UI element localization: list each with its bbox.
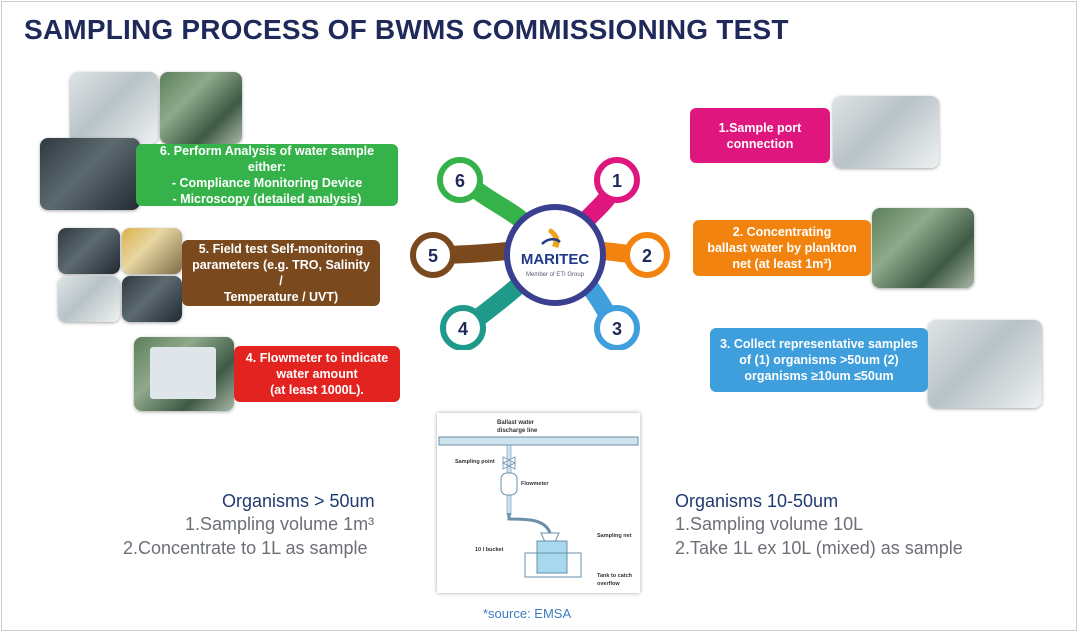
- node-6: 6: [437, 157, 483, 203]
- right-notes-heading: Organisms 10-50um: [675, 491, 839, 511]
- right-notes-line-1: 1.Sampling volume 10L: [675, 514, 864, 534]
- photo-flowmeter: [134, 337, 234, 411]
- photo-sample-collection: [928, 320, 1042, 408]
- step-1-line-1: 1.Sample port: [718, 120, 802, 135]
- logo-text: MARITEC: [521, 251, 589, 268]
- left-notes-line-2: 2.Concentrate to 1L as sample: [123, 538, 368, 558]
- photo-lab-equipment: [70, 72, 158, 144]
- label-tank-overflow-2: overflow: [597, 581, 620, 587]
- logo-subtext: Member of ETI Group: [526, 272, 585, 278]
- step-5-line-3: Temperature / UVT): [223, 290, 339, 304]
- node-2-label: 2: [642, 246, 652, 266]
- photo-sample-bottles: [160, 72, 242, 144]
- flowmeter-icon: [500, 472, 518, 496]
- node-2: 2: [624, 232, 670, 278]
- left-notes-heading: Organisms > 50um: [222, 491, 375, 511]
- node-5: 5: [410, 232, 456, 278]
- step-5-box: 5. Field test Self-monitoring parameters…: [182, 240, 380, 306]
- bucket-icon: [536, 540, 568, 574]
- page-title: SAMPLING PROCESS OF BWMS COMMISSIONING T…: [24, 14, 789, 45]
- node-1: 1: [594, 157, 640, 203]
- step-4-line-2: water amount: [276, 367, 358, 381]
- step-3-line-3: organisms ≥10um ≤50um: [744, 369, 894, 383]
- step-2-box: 2. Concentrating ballast water by plankt…: [693, 220, 871, 276]
- right-notes-line-2: 2.Take 1L ex 10L (mixed) as sample: [675, 538, 963, 558]
- step-4-line-3: (at least 1000L).: [270, 383, 364, 397]
- step-6-box: 6. Perform Analysis of water sample eith…: [136, 144, 398, 206]
- photo-handheld-meter: [58, 228, 120, 274]
- sampling-valve-icon: [502, 456, 516, 470]
- step-4-box: 4. Flowmeter to indicate water amount (a…: [234, 346, 400, 402]
- step-3-box: 3. Collect representative samples of (1)…: [710, 328, 928, 392]
- step-3-line-1: 3. Collect representative samples: [719, 337, 918, 351]
- label-ballast-line: Ballast water: [497, 420, 535, 426]
- step-6-line-3: - Microscopy (detailed analysis): [172, 192, 362, 206]
- label-discharge-line: discharge line: [497, 428, 538, 434]
- node-6-label: 6: [455, 171, 465, 191]
- step-1-line-2: connection: [726, 136, 794, 151]
- photo-sample-port: [833, 96, 939, 168]
- label-sampling-net: Sampling net: [597, 533, 632, 539]
- step-5-line-1: 5. Field test Self-monitoring: [198, 242, 364, 256]
- outlet-pipe: [507, 513, 552, 534]
- step-3-line-2: of (1) organisms >50um (2): [739, 353, 899, 367]
- ballast-pipe: [438, 436, 639, 446]
- step-2-line-1: 2. Concentrating: [732, 225, 832, 239]
- step-1-box: 1.Sample port connection: [690, 108, 830, 163]
- process-hub-diagram: 6 1 2 3 4 5 MARITEC Member of ETI Group: [410, 157, 670, 350]
- step-5-line-2: parameters (e.g. TRO, Salinity /: [192, 258, 370, 288]
- left-notes-line-1: 1.Sampling volume 1m³: [185, 514, 375, 534]
- step-4-line-1: 4. Flowmeter to indicate: [245, 351, 389, 365]
- node-3-label: 3: [612, 319, 622, 339]
- sampling-schematic: Ballast water discharge line Sampling po…: [437, 413, 640, 593]
- step-6-line-2: - Compliance Monitoring Device: [171, 176, 363, 190]
- overflow-tank-icon: [524, 552, 582, 578]
- photo-monitoring-device: [40, 138, 140, 210]
- step-6-line-1: 6. Perform Analysis of water sample eith…: [159, 144, 375, 174]
- photo-test-probe: [122, 228, 182, 274]
- sampling-schematic-drawing: Ballast water discharge line Sampling po…: [438, 420, 639, 587]
- hub-ring: [504, 204, 606, 306]
- label-sampling-point: Sampling point: [455, 459, 495, 465]
- node-4: 4: [440, 305, 486, 350]
- node-1-label: 1: [612, 171, 622, 191]
- step-2-line-3: net (at least 1m³): [732, 257, 832, 271]
- label-flowmeter: Flowmeter: [521, 481, 549, 487]
- node-3: 3: [594, 305, 640, 350]
- label-tank-overflow-1: Tank to catch: [597, 573, 633, 579]
- label-bucket: 10 l bucket: [475, 547, 504, 553]
- photo-sensor-device: [58, 276, 120, 322]
- node-4-label: 4: [458, 319, 468, 339]
- source-note: *source: EMSA: [483, 606, 572, 621]
- step-2-line-2: ballast water by plankton: [707, 241, 857, 255]
- photo-plankton-net: [872, 208, 974, 288]
- photo-uvt-sensor: [122, 276, 182, 322]
- node-5-label: 5: [428, 246, 438, 266]
- maritec-logo-swoosh-icon: [541, 238, 561, 245]
